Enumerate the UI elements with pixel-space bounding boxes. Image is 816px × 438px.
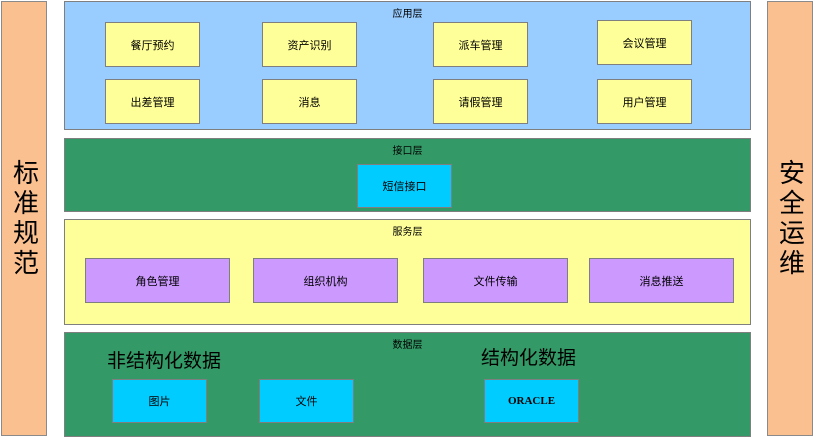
service-layer-title: 服务层 <box>392 227 423 238</box>
module-role-management: 角色管理 <box>85 258 230 303</box>
application-layer-title: 应用层 <box>392 9 423 20</box>
standards-label: 标准规范 <box>8 158 39 279</box>
module-files: 文件 <box>259 379 354 423</box>
module-vehicle-dispatch: 派车管理 <box>433 22 528 67</box>
module-meeting-management: 会议管理 <box>597 20 692 65</box>
interface-layer: 接口层 短信接口 <box>64 138 751 212</box>
unstructured-data-label: 非结构化数据 <box>107 350 222 372</box>
module-oracle: ORACLE <box>484 379 579 423</box>
module-business-trip: 出差管理 <box>105 79 200 124</box>
security-ops-label: 安全运维 <box>774 158 805 279</box>
module-leave-management: 请假管理 <box>433 79 528 124</box>
data-layer: 数据层 非结构化数据 结构化数据 图片 文件 ORACLE <box>64 332 751 437</box>
module-organization: 组织机构 <box>253 258 398 303</box>
module-user-management: 用户管理 <box>597 79 692 124</box>
application-layer: 应用层 餐厅预约 资产识别 派车管理 会议管理 出差管理 消息 请假管理 用户管… <box>64 1 751 130</box>
standards-sidebar: 标准规范 <box>1 1 47 436</box>
module-messages: 消息 <box>262 79 357 124</box>
module-restaurant-booking: 餐厅预约 <box>105 22 200 67</box>
service-layer: 服务层 角色管理 组织机构 文件传输 消息推送 <box>64 219 751 325</box>
module-file-transfer: 文件传输 <box>423 258 568 303</box>
security-ops-sidebar: 安全运维 <box>767 1 813 436</box>
module-images: 图片 <box>112 379 207 423</box>
module-sms-interface: 短信接口 <box>357 164 452 208</box>
structured-data-label: 结构化数据 <box>481 347 577 369</box>
module-asset-recognition: 资产识别 <box>262 22 357 67</box>
interface-layer-title: 接口层 <box>392 146 423 157</box>
module-message-push: 消息推送 <box>589 258 734 303</box>
data-layer-title: 数据层 <box>392 340 423 351</box>
